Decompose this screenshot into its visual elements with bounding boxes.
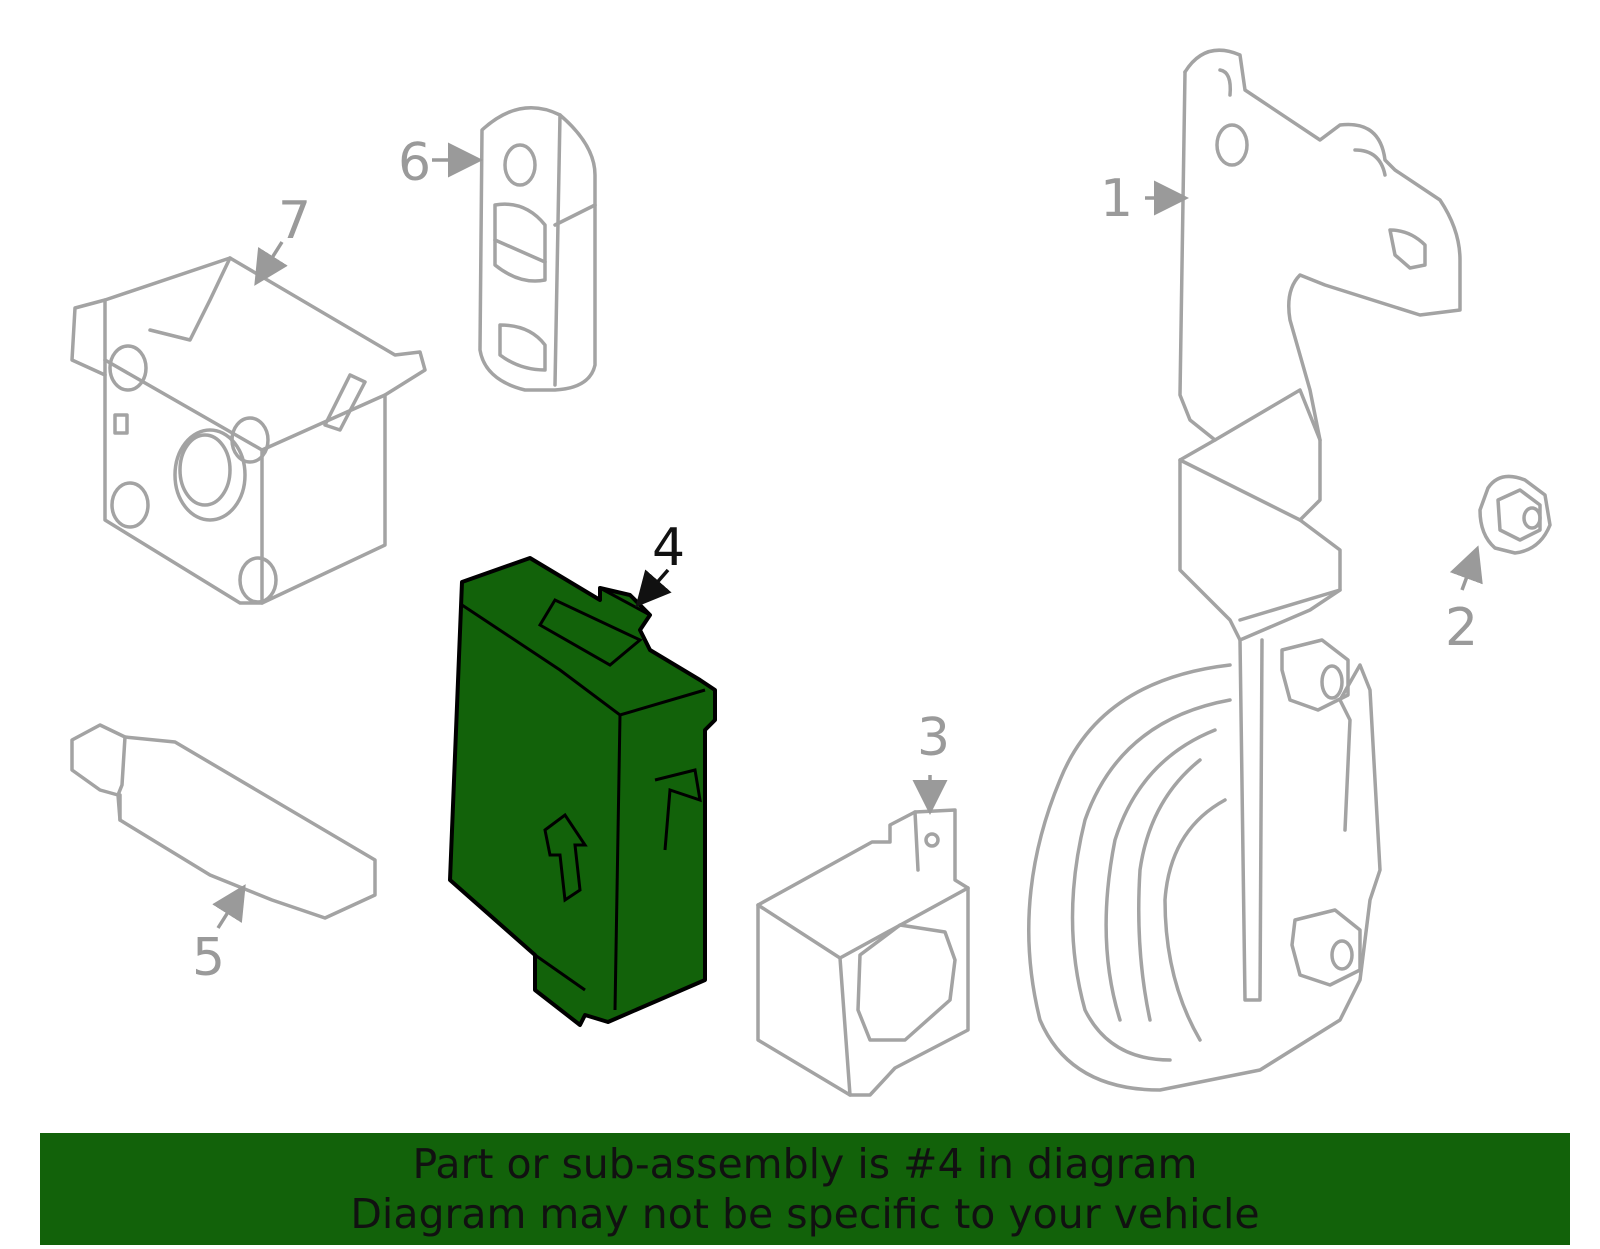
callout-label-4: 4 <box>652 518 685 578</box>
info-banner: Part or sub-assembly is #4 in diagram Di… <box>40 1133 1570 1245</box>
part-6-key-fob <box>478 106 597 392</box>
callout-label-6: 6 <box>398 133 431 193</box>
callout-label-3: 3 <box>917 708 950 768</box>
part-3-relay <box>756 808 970 1097</box>
callout-arrow-4 <box>635 568 672 608</box>
part-1-horn-bracket <box>1027 48 1462 1092</box>
callout-label-7: 7 <box>278 191 311 251</box>
callout-arrow-5 <box>212 884 246 929</box>
part-7-actuator <box>70 256 427 605</box>
callout-label-2: 2 <box>1445 598 1478 658</box>
banner-line-part: Part or sub-assembly is #4 in diagram <box>412 1140 1198 1188</box>
part-5-sensor <box>70 723 377 920</box>
callout-label-1: 1 <box>1100 169 1133 229</box>
callout-label-5: 5 <box>192 928 225 988</box>
part-4-module-highlighted <box>448 556 717 1027</box>
callout-arrow-2 <box>1449 545 1483 591</box>
callout-arrow-7 <box>254 241 288 286</box>
banner-line-disclaimer: Diagram may not be specific to your vehi… <box>350 1190 1260 1238</box>
part-2-nut <box>1478 474 1552 555</box>
